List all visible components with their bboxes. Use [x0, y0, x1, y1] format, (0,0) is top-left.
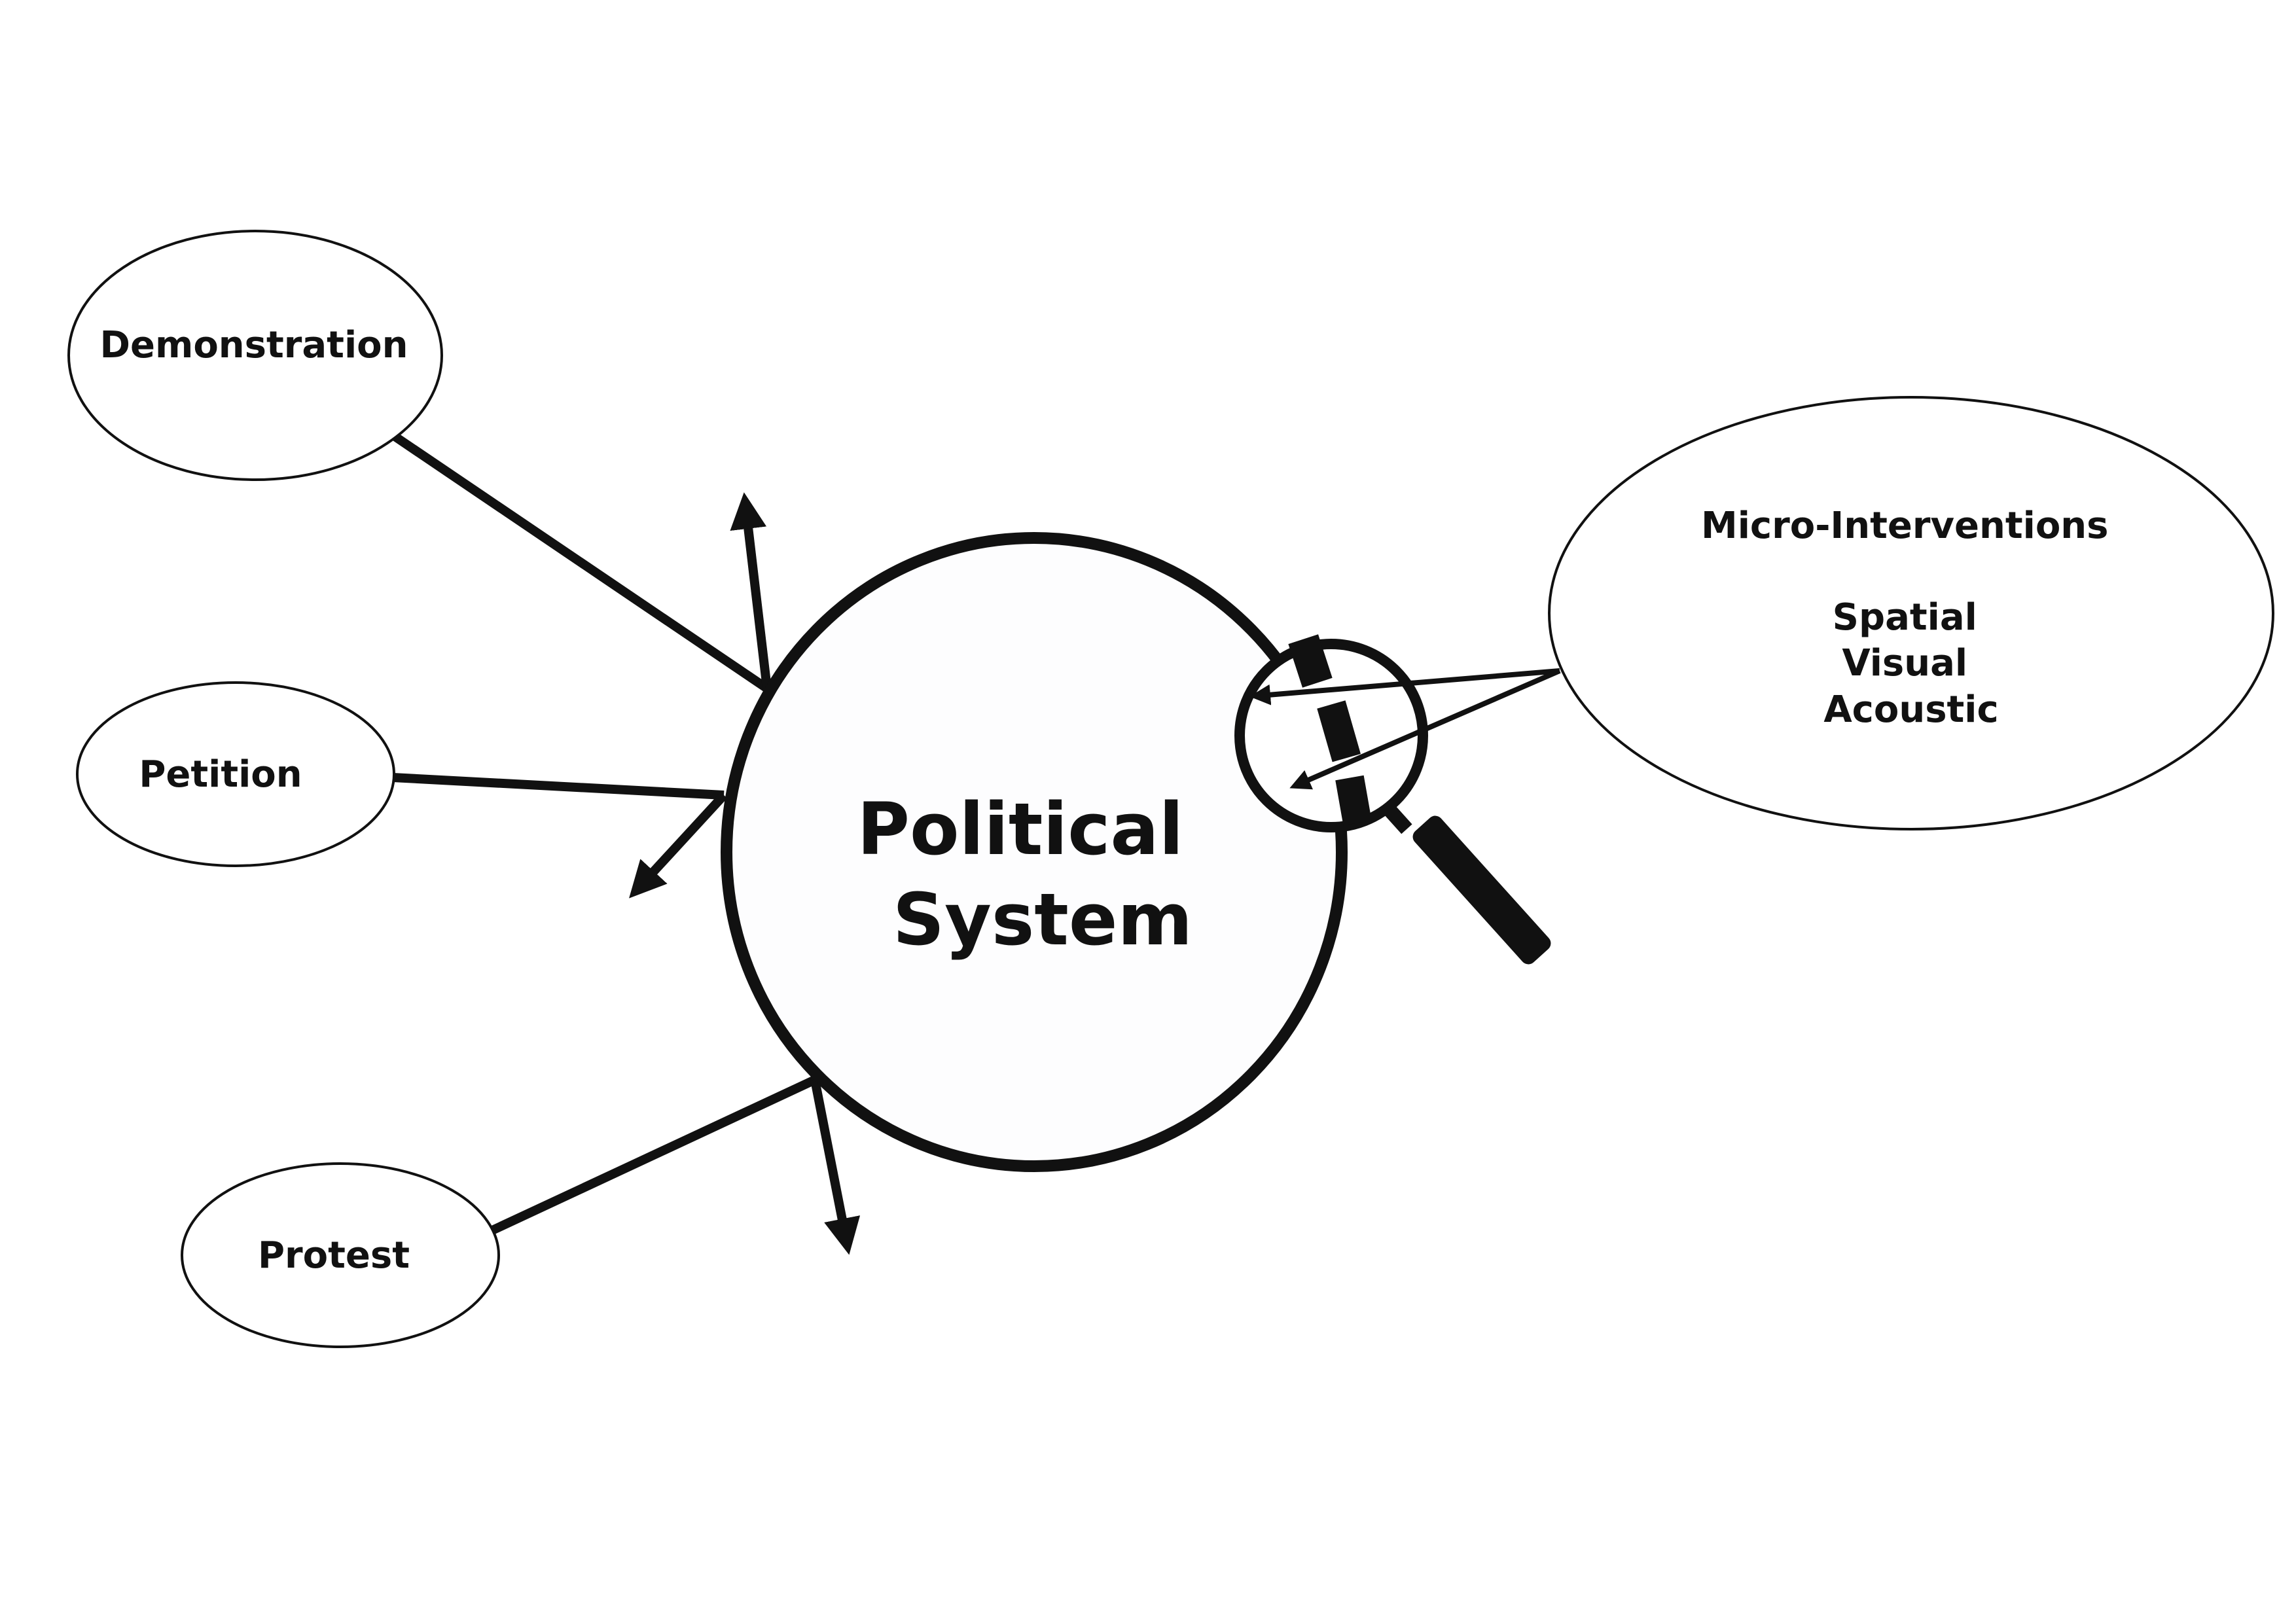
micro-arrow-upper — [1249, 668, 1560, 705]
lens-edge-segment-3 — [1335, 775, 1372, 826]
lens-neck — [1384, 804, 1412, 834]
connector-demonstration — [391, 432, 770, 692]
node-demonstration-label: Demonstration — [100, 324, 408, 366]
micro-item-visual: Visual — [1842, 642, 1967, 685]
node-micro-interventions-text: Micro-Interventions Spatial Visual Acous… — [1701, 505, 2121, 731]
node-protest — [181, 1162, 500, 1348]
node-petition — [76, 681, 395, 867]
lens-handle — [1412, 815, 1551, 965]
node-demonstration — [67, 230, 443, 481]
micro-arrow-lower — [1289, 668, 1561, 790]
political-system-circle — [721, 532, 1348, 1172]
arrow-outward-down — [810, 1079, 861, 1255]
micro-item-acoustic: Acoustic — [1823, 688, 1998, 731]
connector-protest — [489, 1075, 817, 1236]
micro-interventions-title: Micro-Interventions — [1701, 505, 2109, 547]
lens-edge-segment-1 — [1288, 634, 1333, 688]
political-system-label: Political System — [857, 787, 1208, 961]
micro-item-spatial: Spatial — [1833, 596, 1977, 639]
lens-edge-segment-2 — [1317, 700, 1361, 762]
political-system-line1: Political — [857, 787, 1183, 871]
connector-petition — [392, 773, 725, 800]
magnifying-glass-icon — [1234, 634, 1551, 965]
node-protest-label: Protest — [258, 1234, 410, 1277]
political-system-line2: System — [893, 878, 1193, 961]
arrow-outward-down-left — [629, 792, 728, 899]
node-micro-interventions — [1548, 396, 2274, 830]
arrow-outward-up — [730, 492, 772, 689]
node-petition-label: Petition — [139, 753, 302, 796]
